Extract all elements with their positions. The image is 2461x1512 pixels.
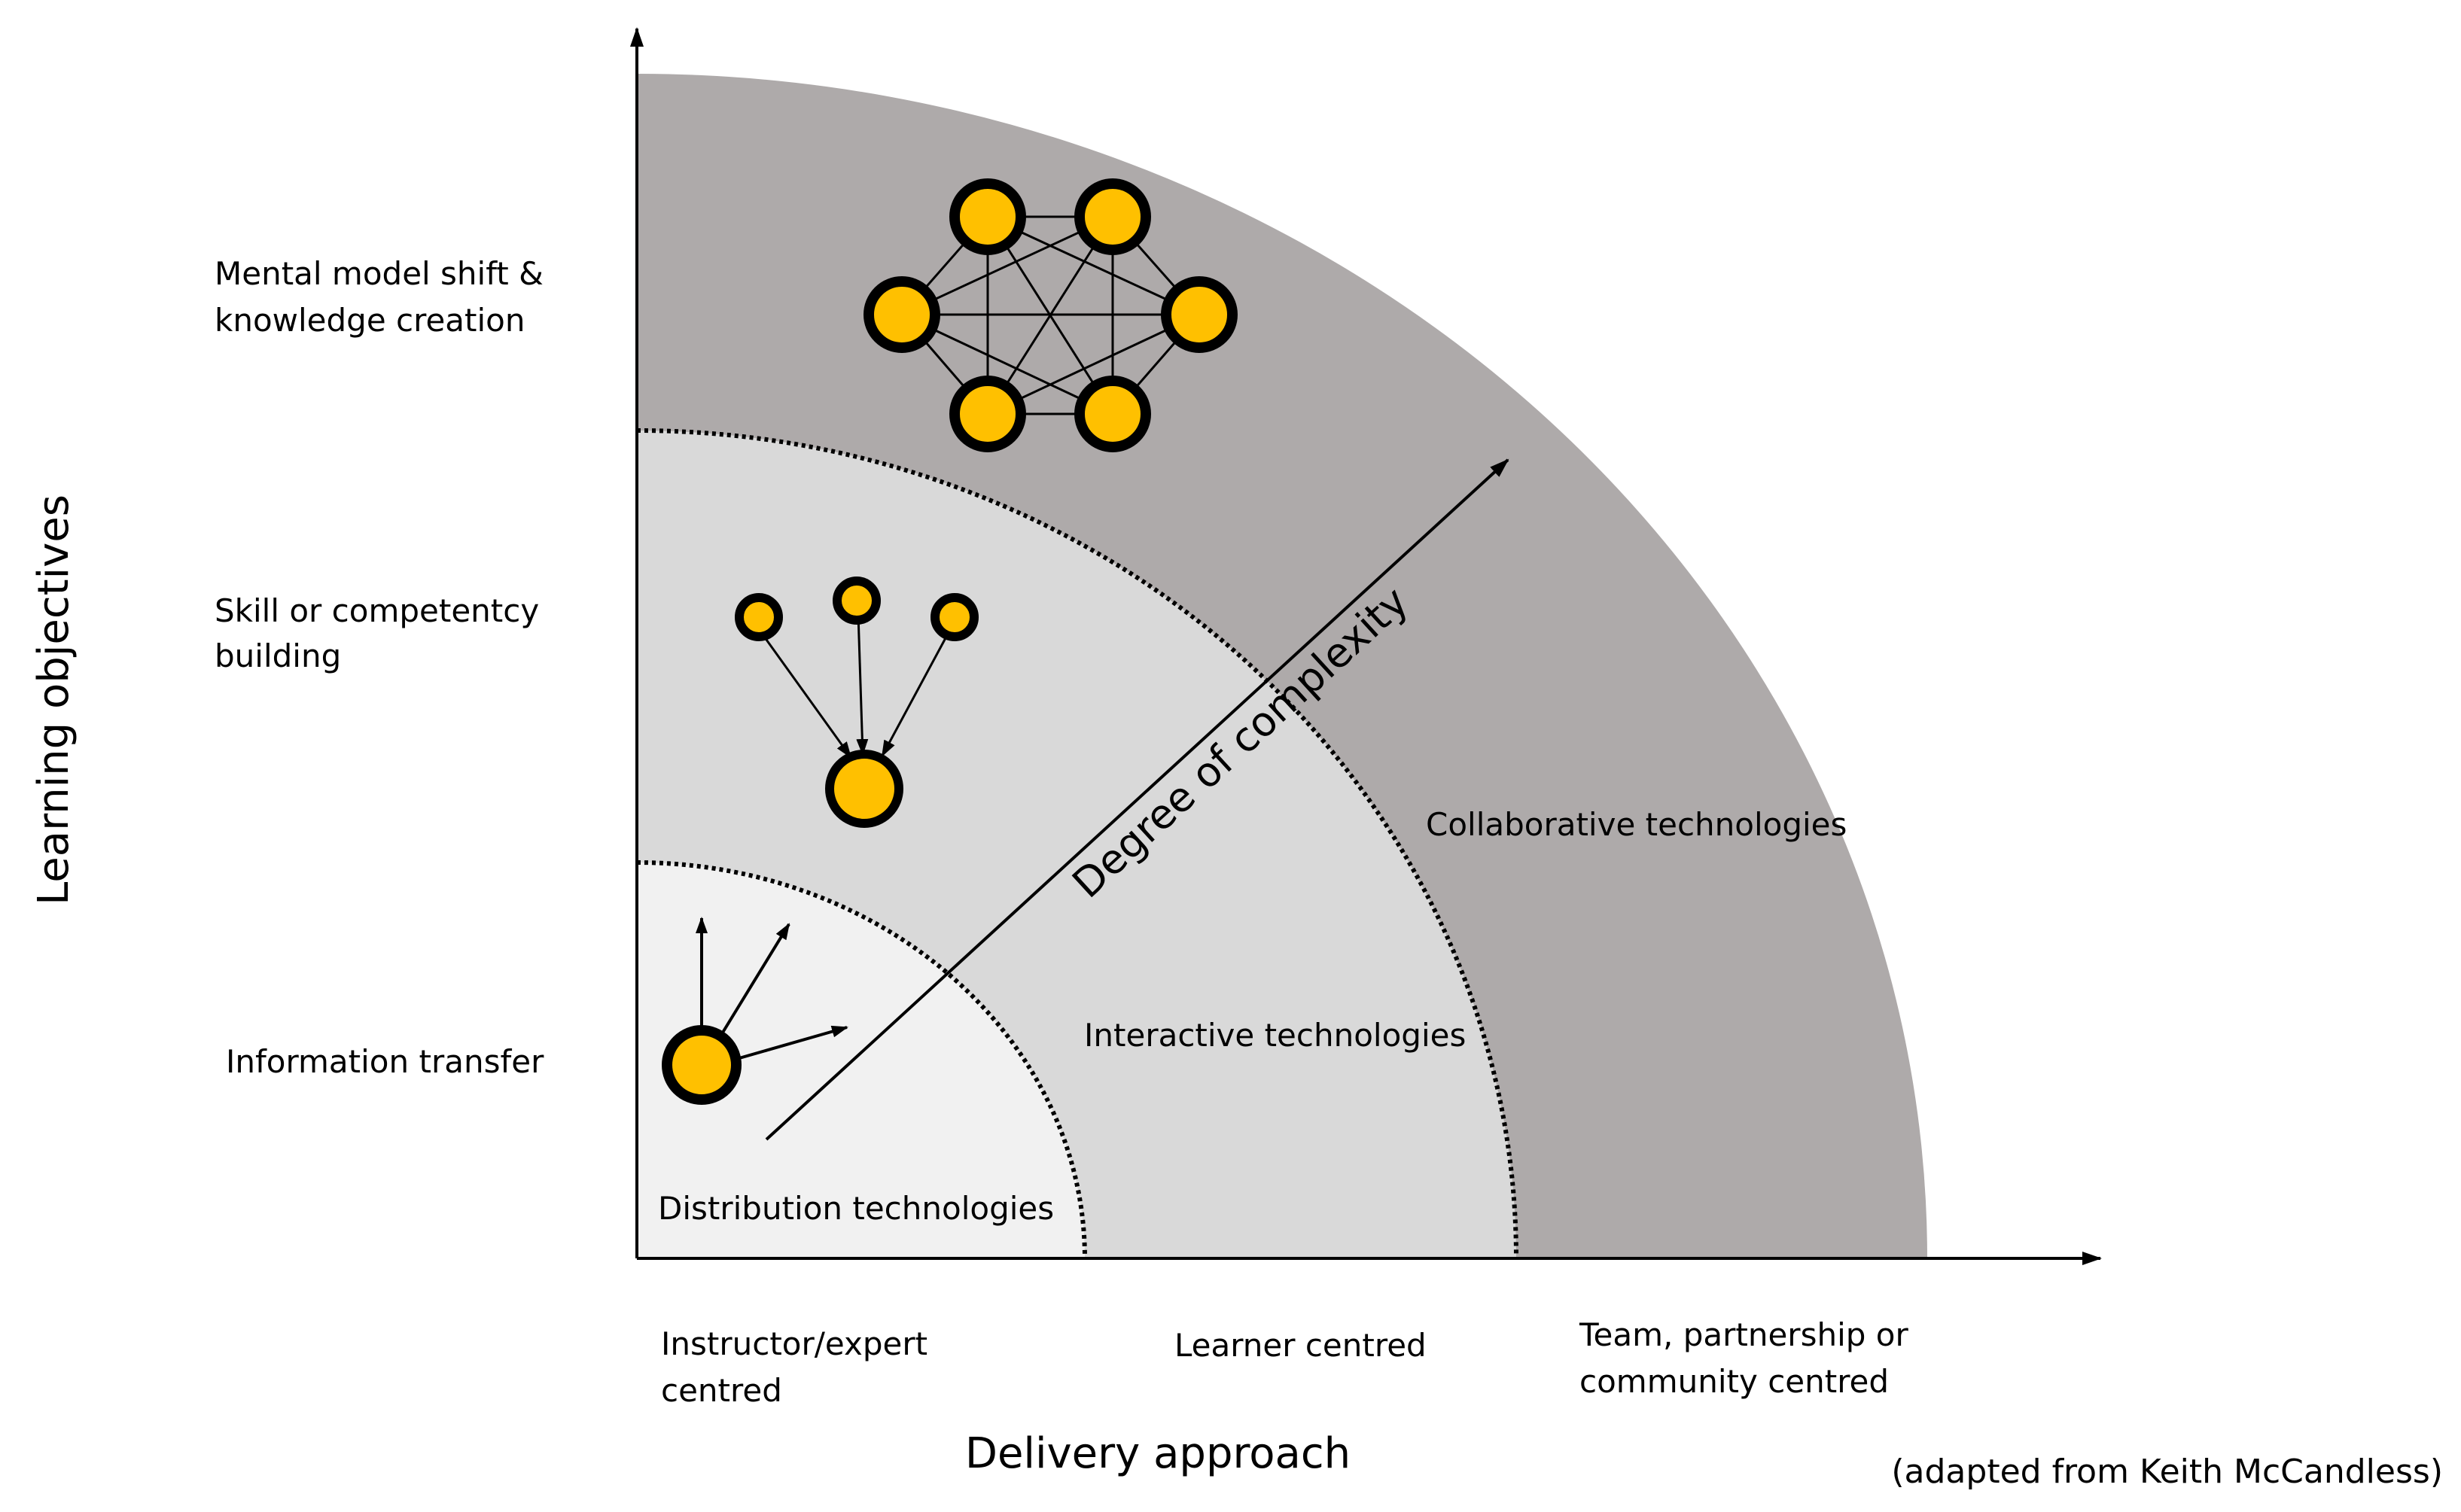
peer-node — [930, 593, 979, 641]
middle-zone-boundary — [636, 428, 1518, 1259]
y-level-label: Information transfer — [226, 1043, 544, 1080]
zone-label-interactive: Interactive technologies — [1084, 1017, 1466, 1054]
complexity-arrow — [765, 458, 1509, 1141]
network-node — [949, 376, 1026, 452]
network-node — [1074, 178, 1151, 255]
x-level-label: Instructor/expert centred — [661, 1325, 937, 1409]
x-level-label: Team, partnership or community centred — [1579, 1316, 1918, 1400]
peer-node — [833, 577, 881, 625]
x-axis-title: Delivery approach — [965, 1429, 1351, 1478]
inner-zone-boundary — [636, 860, 1087, 1259]
network-node — [1161, 276, 1238, 353]
hub-node — [825, 750, 903, 828]
hub-icon — [735, 577, 979, 828]
distribution-zone — [637, 862, 1085, 1258]
network-node — [863, 276, 940, 353]
y-level-label: Skill or competentcy building — [215, 592, 550, 674]
y-axis-title: Learning objectives — [29, 494, 78, 905]
peer-node — [735, 593, 783, 641]
source-node — [662, 1025, 742, 1105]
source-note: (adapted from Keith McCandless) — [1891, 1453, 2443, 1491]
y-level-label: Mental model shift & knowledge creation — [215, 255, 553, 339]
x-level-label: Learner centred — [1174, 1327, 1427, 1364]
broadcast-icon — [662, 917, 848, 1105]
zone-label-collaborative: Collaborative technologies — [1426, 806, 1847, 843]
zone-label-distribution: Distribution technologies — [658, 1190, 1054, 1227]
network-nodes — [863, 178, 1238, 452]
network-node — [949, 178, 1026, 255]
network-node — [1074, 376, 1151, 452]
